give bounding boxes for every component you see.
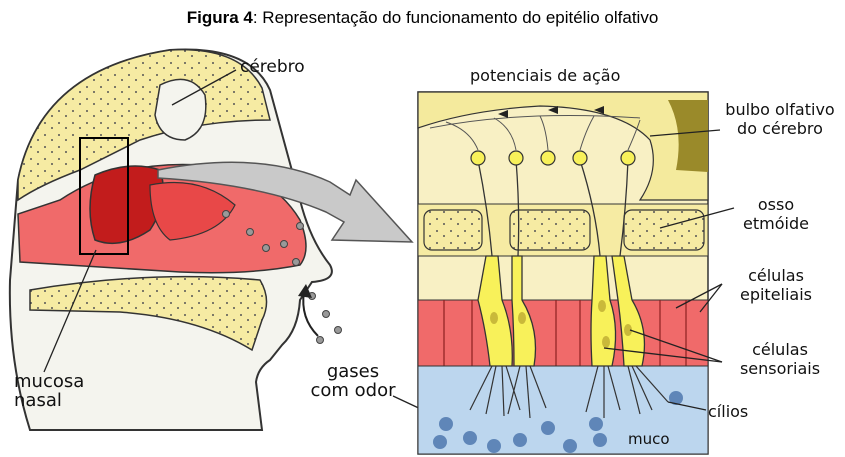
ethmoid-block xyxy=(510,210,590,250)
label-action-potentials: potenciais de ação xyxy=(470,66,620,85)
label-sensory-line1: células xyxy=(726,340,834,359)
ethmoid-block xyxy=(624,210,704,250)
label-odor-line2: com odor xyxy=(298,381,408,400)
epithelial-layer xyxy=(418,300,708,366)
label-epithelial-line2: epiteliais xyxy=(726,285,826,304)
label-odor-line1: gases xyxy=(298,362,408,381)
label-ethmoid-line1: osso xyxy=(736,195,816,214)
label-cilia: cílios xyxy=(708,402,748,421)
label-bulb-line1: bulbo olfativo xyxy=(716,100,844,119)
label-cerebro: cérebro xyxy=(240,58,305,77)
ethmoid-block xyxy=(424,210,482,250)
label-mucosa-line2: nasal xyxy=(14,391,84,410)
epithelium-panel xyxy=(418,92,708,454)
label-epithelial-line1: células xyxy=(726,266,826,285)
sinus-cavity xyxy=(155,79,206,140)
label-mucosa-line1: mucosa xyxy=(14,372,84,391)
label-mucus: muco xyxy=(628,430,670,449)
label-sensory-line2: sensoriais xyxy=(726,359,834,378)
label-ethmoid-line2: etmóide xyxy=(736,214,816,233)
label-bulb-line2: do cérebro xyxy=(716,119,844,138)
